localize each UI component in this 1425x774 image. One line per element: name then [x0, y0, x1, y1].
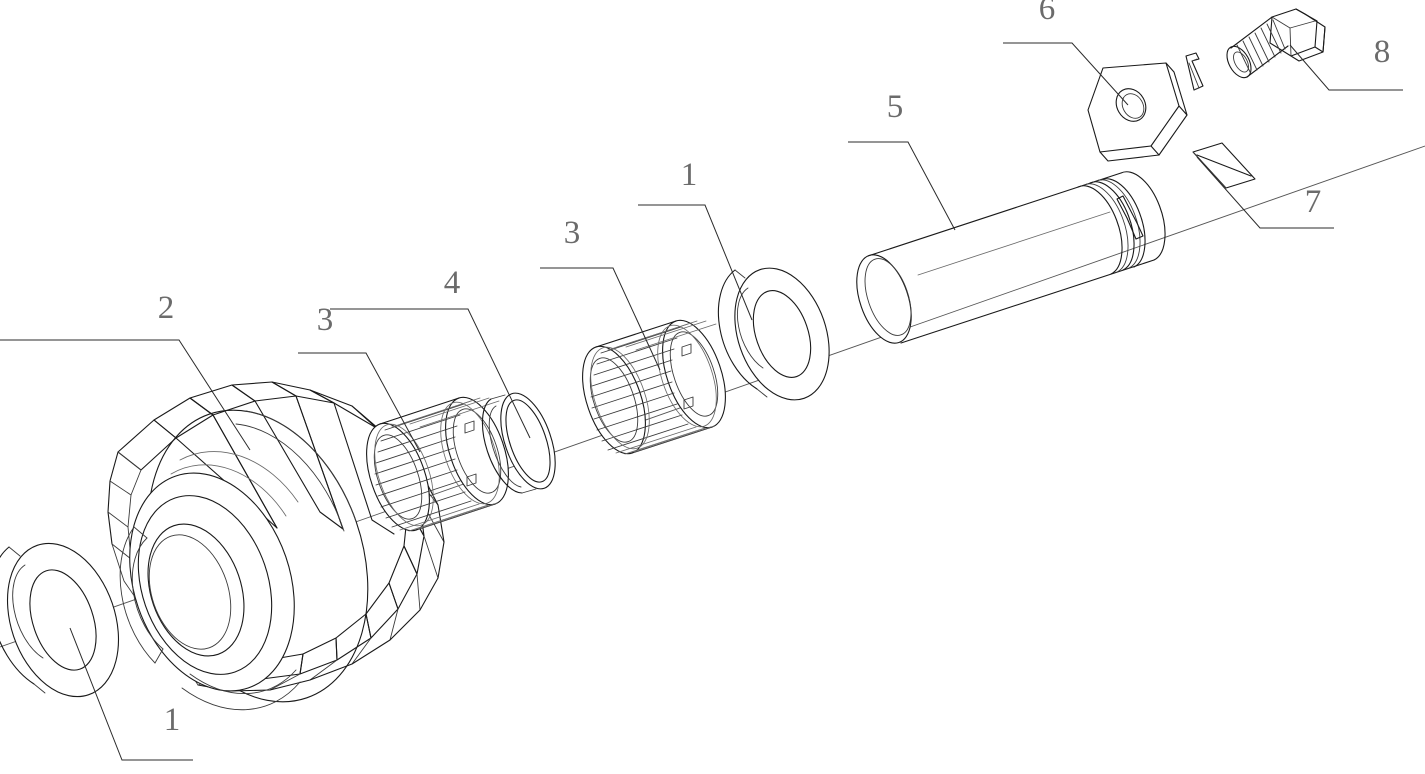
- part-thrust-washer-left: [0, 542, 120, 698]
- callout-labels: 1 2 3 4 3 1 5 6 7 8: [158, 0, 1391, 738]
- callout-3-right: 3: [564, 215, 581, 251]
- part-needle-bearing-left: [366, 396, 509, 532]
- part-spacer-ring: [481, 392, 556, 494]
- part-hex-bolt: [1226, 8, 1326, 79]
- part-flat-key-plate: [1192, 142, 1256, 189]
- callout-6: 6: [1039, 0, 1056, 27]
- callout-2: 2: [158, 290, 175, 326]
- callout-3-left: 3: [317, 302, 334, 338]
- callout-1-left: 1: [164, 702, 181, 738]
- part-thrust-washer-right: [717, 267, 830, 401]
- callout-7: 7: [1305, 184, 1322, 220]
- bearing-needles-right: [590, 320, 717, 455]
- part-helical-gear: [107, 381, 445, 711]
- part-lock-tab: [1185, 52, 1204, 91]
- part-idler-shaft: [856, 171, 1166, 344]
- callout-8: 8: [1374, 34, 1391, 70]
- callout-5: 5: [887, 89, 904, 125]
- part-needle-bearing-right: [582, 319, 726, 455]
- callout-leaders: [0, 42, 1403, 761]
- callout-4: 4: [444, 265, 461, 301]
- callout-1-right: 1: [681, 157, 698, 193]
